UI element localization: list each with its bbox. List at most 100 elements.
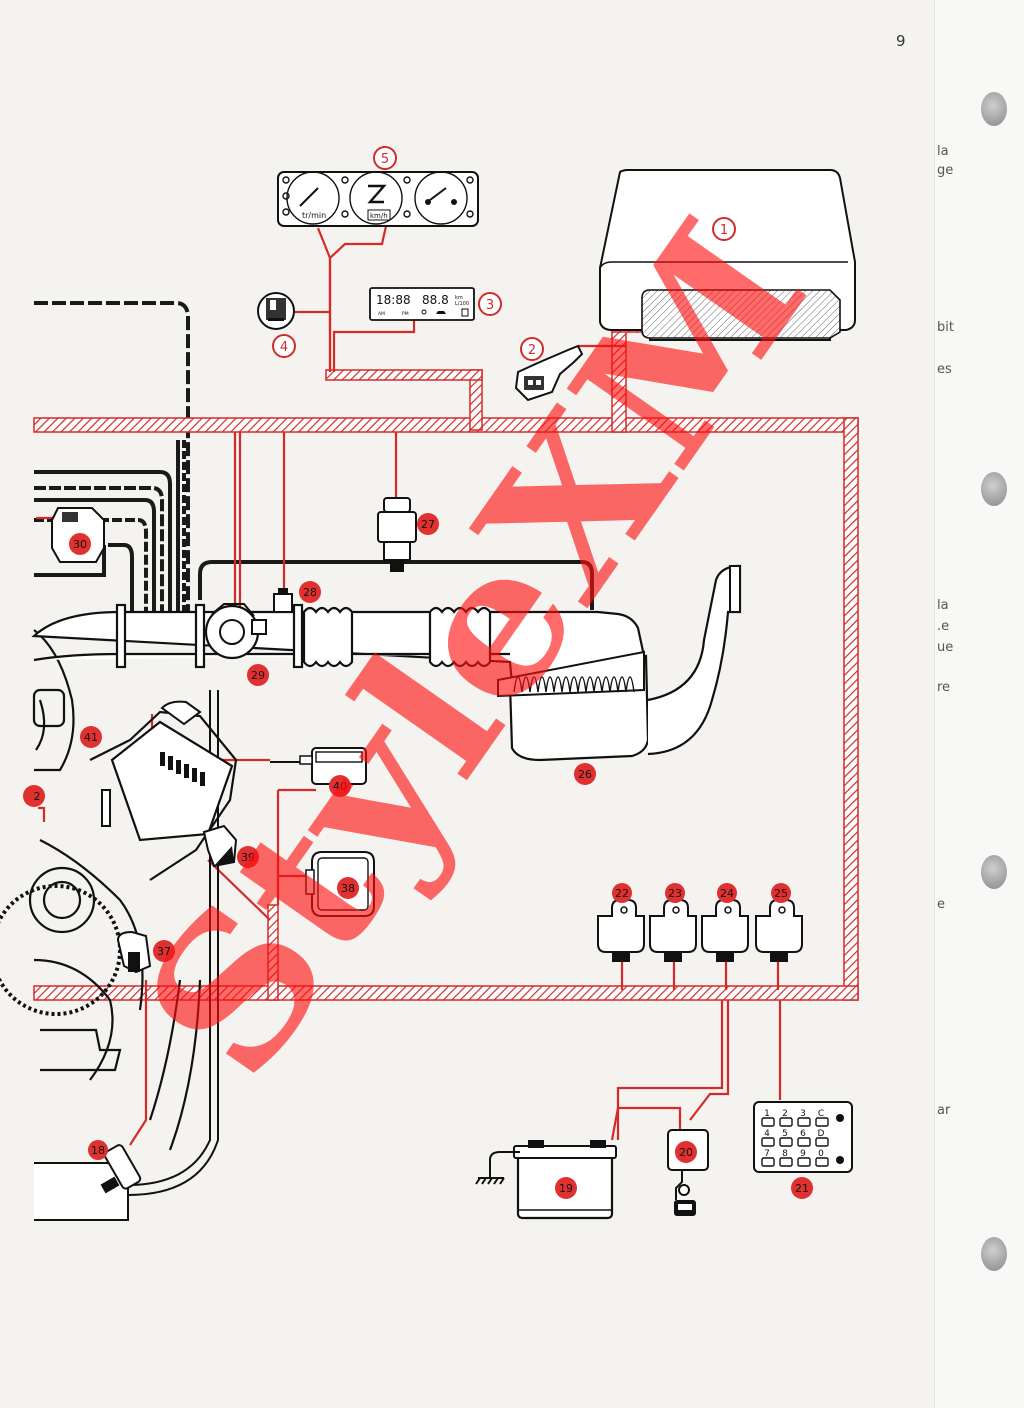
svg-text:24: 24 [720, 887, 734, 900]
svg-text:30: 30 [73, 538, 87, 551]
keypad-key: 1 [761, 1109, 775, 1127]
svg-text:2: 2 [528, 343, 536, 358]
svg-text:2: 2 [34, 790, 41, 803]
svg-text:19: 19 [559, 1182, 573, 1195]
keypad-key-button [779, 1117, 793, 1127]
svg-text:25: 25 [774, 887, 788, 900]
callout-4: 4 [272, 334, 296, 358]
callout-30: 30 [69, 533, 91, 555]
ignition-key-icon [674, 1184, 696, 1216]
keypad-key: D [815, 1129, 829, 1147]
margin-fragment: ge [937, 163, 954, 178]
callout-layer: 1 2 3 4 5 18 19 20 21 22 23 24 25 26 27 … [23, 146, 813, 1199]
sensor-39 [202, 824, 238, 868]
keypad-key-button [761, 1157, 775, 1167]
svg-text:21: 21 [795, 1182, 809, 1195]
keypad-key-label: 5 [782, 1129, 788, 1139]
speed-unit-label: km/h [370, 212, 388, 220]
callout-2: 2 [520, 337, 544, 361]
svg-text:23: 23 [668, 887, 682, 900]
callout-37: 37 [153, 940, 175, 962]
keypad-key-button [797, 1117, 811, 1127]
svg-text:22: 22 [615, 887, 629, 900]
keypad-key-button [797, 1157, 811, 1167]
keypad-key-label: 6 [800, 1129, 806, 1139]
display-value: 88.8 [422, 293, 449, 307]
svg-text:5: 5 [381, 152, 389, 167]
callout-5: 5 [373, 146, 397, 170]
punch-hole-icon [981, 1237, 1007, 1271]
callout-23: 23 [665, 883, 685, 903]
keypad-key-label: 4 [764, 1129, 770, 1139]
svg-text:40: 40 [333, 780, 347, 793]
svg-text:37: 37 [157, 945, 171, 958]
svg-text:29: 29 [251, 669, 265, 682]
svg-text:28: 28 [303, 586, 317, 599]
svg-text:39: 39 [241, 851, 255, 864]
ecu-unit [599, 169, 856, 341]
warning-lamp [257, 292, 295, 330]
ground-icon [475, 1151, 520, 1185]
page-number: 9 [896, 32, 906, 50]
keypad-key: 5 [779, 1129, 793, 1147]
keypad-key-label: C [818, 1109, 824, 1119]
keypad-key-label: D [818, 1129, 825, 1139]
keypad-key: 7 [761, 1149, 775, 1167]
keypad-key: 8 [779, 1149, 793, 1167]
keypad-key-button [761, 1137, 775, 1147]
wiring-diagram: tr/min km/h 18:88 88.8 km L/100 AM PM [0, 146, 859, 1221]
callout-3: 3 [478, 292, 502, 316]
margin-fragment: bit [937, 320, 954, 335]
callout-18: 18 [88, 1140, 108, 1160]
svg-text:41: 41 [84, 731, 98, 744]
punch-hole-icon [981, 855, 1007, 889]
keypad-key: 0 [815, 1149, 829, 1167]
relay-24 [701, 899, 749, 962]
display-unit-bottom: L/100 [455, 301, 469, 307]
callout-19: 19 [555, 1177, 577, 1199]
harness-wires [36, 225, 782, 1146]
callout-21: 21 [791, 1177, 813, 1199]
margin-fragment: ue [937, 640, 954, 655]
keypad-key-button [815, 1157, 829, 1167]
keypad-key-label: 7 [764, 1149, 770, 1159]
svg-text:20: 20 [679, 1146, 693, 1159]
keypad-key: 9 [797, 1149, 811, 1167]
valve-27 [377, 497, 417, 572]
keypad-key: 4 [761, 1129, 775, 1147]
sensor-18 [100, 1144, 142, 1194]
ignition-distributor [101, 700, 234, 842]
air-filter [497, 564, 742, 762]
callout-24: 24 [717, 883, 737, 903]
margin-fragment: la [937, 598, 949, 613]
callout-40: 40 [329, 775, 351, 797]
callout-38: 38 [337, 877, 359, 899]
margin-fragment: la [937, 144, 949, 159]
callout-42-partial: 2 [23, 785, 45, 807]
sensor-37 [116, 930, 152, 974]
callout-41: 41 [80, 726, 102, 748]
svg-text:27: 27 [421, 518, 435, 531]
keypad-key: 2 [779, 1109, 793, 1127]
keypad-key-button [761, 1117, 775, 1127]
margin-fragment: .e [937, 619, 950, 634]
keypad-key-label: 0 [818, 1149, 824, 1159]
margin-fragment: es [937, 362, 952, 377]
punch-hole-icon [981, 472, 1007, 506]
relay-23 [649, 899, 697, 962]
multifunction-display: 18:88 88.8 km L/100 AM PM [369, 287, 475, 321]
callout-26: 26 [574, 763, 596, 785]
svg-text:3: 3 [486, 298, 494, 313]
callout-28: 28 [299, 581, 321, 603]
punch-hole-icon [981, 92, 1007, 126]
intake-duct [31, 603, 646, 686]
throttle-body [204, 603, 267, 660]
display-unit-top: km [455, 295, 463, 301]
svg-text:1: 1 [720, 223, 728, 238]
rpm-unit-label: tr/min [302, 211, 326, 220]
relay-25 [755, 899, 803, 962]
keypad-key-label: 1 [764, 1109, 770, 1119]
fuel-icon [461, 308, 469, 317]
